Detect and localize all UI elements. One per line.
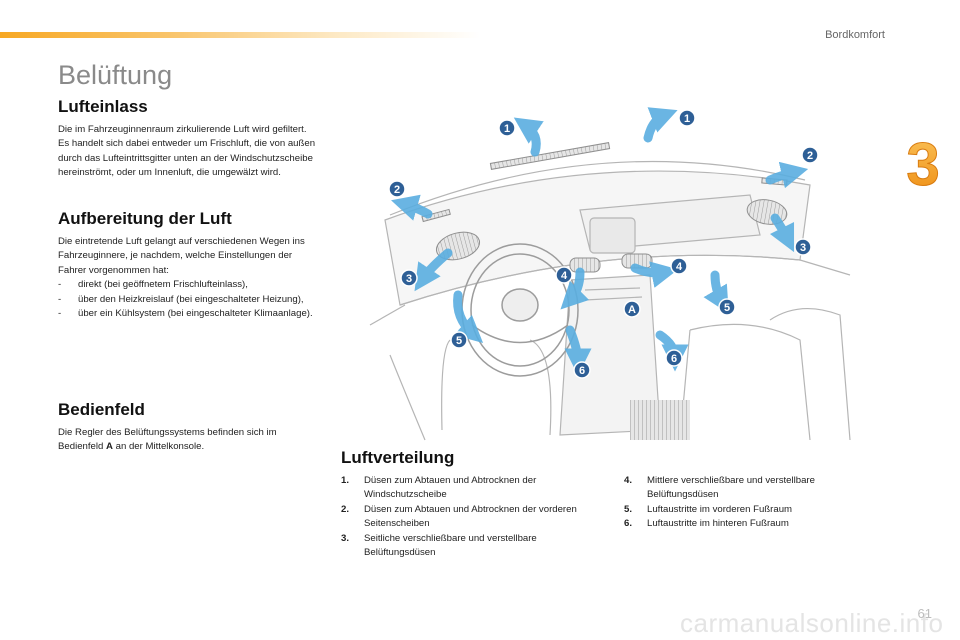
aufbereitung-body: Die eintretende Luft gelangt auf verschi…	[58, 235, 320, 322]
header-accent-stripe	[0, 32, 480, 38]
marker-2-right: 2	[801, 146, 819, 164]
list-item: über den Heizkreislauf (bei eingeschalte…	[58, 293, 320, 308]
bedienfeld-heading: Bedienfeld	[58, 400, 145, 419]
marker-a: A	[623, 300, 641, 318]
page-number: 61	[917, 606, 932, 621]
svg-text:5: 5	[456, 335, 462, 347]
marker-2-left: 2	[388, 180, 406, 198]
aufbereitung-intro: Die eintretende Luft gelangt auf verschi…	[58, 236, 305, 276]
svg-text:1: 1	[684, 113, 690, 125]
list-item: 1.Düsen zum Abtauen und Abtrocknen der W…	[341, 475, 537, 501]
marker-1-left: 1	[498, 119, 516, 137]
aufbereitung-list: direkt (bei geöffnetem Frischlufteinlass…	[58, 278, 320, 322]
marker-5-left: 5	[450, 331, 468, 349]
dashboard-ventilation-illustration: 1 1 2 2 3 3 4 4 5 5 6 6 A	[369, 107, 851, 441]
svg-text:4: 4	[561, 270, 568, 282]
airflow-arrows	[391, 107, 809, 376]
list-item: 3.Seitliche verschließbare und verstellb…	[341, 532, 537, 559]
aufbereitung-heading: Aufbereitung der Luft	[58, 209, 232, 228]
dashboard-linework	[369, 160, 851, 441]
svg-text:1: 1	[504, 123, 510, 135]
svg-text:3: 3	[800, 242, 806, 254]
list-item: über ein Kühlsystem (bei eingeschalteter…	[58, 307, 320, 322]
list-item: 2.Düsen zum Abtauen und Abtrocknen der v…	[341, 503, 577, 530]
marker-3-right: 3	[794, 238, 812, 256]
chapter-number: 3	[906, 131, 940, 199]
marker-6-right: 6	[665, 349, 683, 367]
list-item: 5.Luftaustritte im vorderen Fußraum	[624, 503, 793, 515]
marker-4-right: 4	[670, 257, 688, 275]
bedienfeld-text: Die Regler des Belüftungssystems befinde…	[58, 427, 277, 453]
luftverteilung-heading: Luftverteilung	[341, 448, 455, 467]
marker-6-left: 6	[573, 361, 591, 379]
svg-text:6: 6	[579, 365, 585, 377]
svg-text:5: 5	[724, 302, 730, 314]
marker-3-left: 3	[400, 269, 418, 287]
svg-text:3: 3	[406, 273, 412, 285]
svg-text:2: 2	[807, 150, 813, 162]
svg-text:4: 4	[676, 261, 683, 273]
marker-4-left: 4	[555, 266, 573, 284]
lufteinlass-text: Die im Fahrzeuginnenraum zirkulierende L…	[58, 124, 316, 179]
svg-text:A: A	[628, 304, 636, 316]
list-item: 6.Luftaustritte im hinteren Fußraum	[624, 518, 789, 530]
page-title: Belüftung	[58, 60, 173, 90]
legend-list-right: 4.Mittlere verschließbare und verstellba…	[624, 474, 864, 532]
section-header: Bordkomfort	[825, 29, 885, 41]
list-item: direkt (bei geöffnetem Frischlufteinlass…	[58, 278, 320, 293]
lufteinlass-heading: Lufteinlass	[58, 97, 148, 116]
list-item: 4.Mittlere verschließbare und verstellba…	[624, 475, 815, 501]
legend-list-left: 1.Düsen zum Abtauen und Abtrocknen der W…	[341, 474, 581, 560]
marker-5-right: 5	[718, 298, 736, 316]
diagram-markers: 1 1 2 2 3 3 4 4 5 5 6 6 A	[388, 109, 819, 379]
marker-1-right: 1	[678, 109, 696, 127]
svg-text:3: 3	[906, 131, 939, 198]
svg-text:2: 2	[394, 184, 400, 196]
svg-text:6: 6	[671, 353, 677, 365]
watermark: carmanualsonline.info	[680, 608, 944, 638]
